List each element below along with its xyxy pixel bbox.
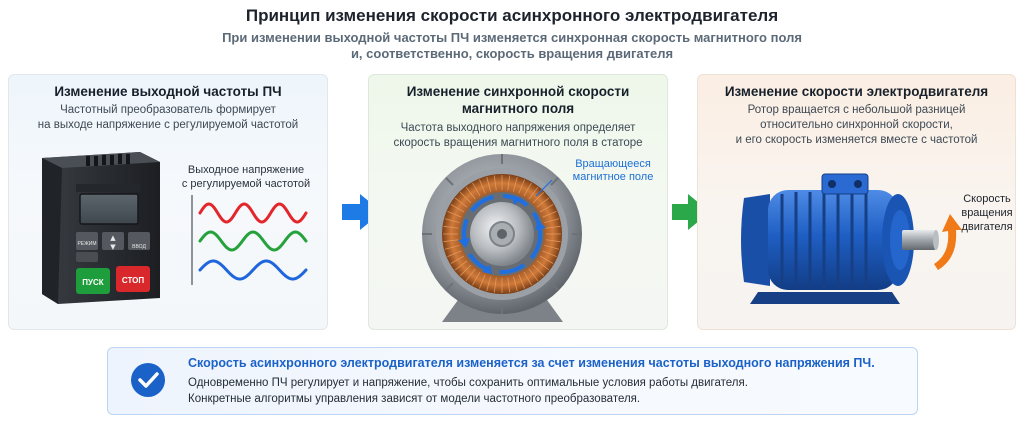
wave-red <box>198 202 308 224</box>
copper-winding-line <box>542 211 557 218</box>
copper-winding-line <box>486 176 491 192</box>
rotation-arrow-icon <box>934 214 962 270</box>
copper-winding-line <box>444 245 460 250</box>
panel-3-desc-line-3: и его скорость изменяется вместе с часто… <box>735 134 978 146</box>
copper-winding-line <box>518 274 525 289</box>
copper-winding-line <box>443 225 459 229</box>
copper-winding-line <box>545 225 561 229</box>
copper-winding-line <box>493 175 497 191</box>
copper-winding-line <box>539 255 554 264</box>
copper-winding-line <box>518 179 525 194</box>
field-label-line-2: магнитное поле <box>572 171 654 183</box>
panel-3-title: Изменение скорости электродвигателя <box>724 84 989 99</box>
copper-winding-line <box>513 276 518 292</box>
electric-motor-illustration <box>741 173 939 304</box>
subtitle-line-2: и, соответственно, скорость вращения дви… <box>350 46 674 61</box>
note-line-2: Конкретные алгоритмы управления зависят … <box>188 393 641 405</box>
copper-winding-line <box>454 260 468 271</box>
copper-winding-line <box>465 268 476 282</box>
panel-1-desc-line-1: Частотный преобразователь формирует <box>60 104 276 116</box>
check-circle-icon <box>131 363 165 397</box>
rot-label-line-1: Скорость <box>963 193 1011 205</box>
copper-winding-line <box>523 182 532 197</box>
wave-green <box>198 230 308 252</box>
copper-winding-line <box>447 250 462 257</box>
panel-2-title-line-2: магнитного поля <box>461 101 575 116</box>
copper-winding-line <box>447 211 462 218</box>
panel-2-desc-line-2: скорость вращения магнитного поля в стат… <box>393 137 643 149</box>
copper-winding-line <box>459 264 472 277</box>
wave-label-line-2: с регулируемой частотой <box>181 178 311 190</box>
copper-winding-line <box>443 239 459 243</box>
copper-winding-line <box>536 197 550 208</box>
copper-winding-line <box>465 186 476 200</box>
copper-winding-line <box>528 268 539 282</box>
copper-winding-line <box>450 204 465 213</box>
note-line-1: Одновременно ПЧ регулирует и напряжение,… <box>188 377 748 389</box>
panel-3-desc: Ротор вращается с небольшой разницей отн… <box>698 103 1015 148</box>
copper-winding-line <box>507 175 511 191</box>
panel-2-desc: Частота выходного напряжения определяет … <box>369 121 667 151</box>
copper-winding-line <box>472 271 481 286</box>
vfd-run-key: ПУСК <box>82 278 104 287</box>
panel-3-desc-line-1: Ротор вращается с небольшой разницей <box>747 104 966 116</box>
copper-winding-line <box>513 176 518 192</box>
vfd-enter-key: ВВОД <box>132 244 146 250</box>
rotating-field-label: Вращающееся магнитное поле <box>560 158 666 184</box>
panel-2-title: Изменение синхронной скорости магнитного… <box>369 83 667 117</box>
arrow-right-icon <box>672 194 710 230</box>
panel-2-title-line-1: Изменение синхронной скорости <box>406 84 630 99</box>
vfd-mode-key: РЕЖИМ <box>77 241 96 247</box>
copper-winding-line <box>523 271 532 286</box>
copper-winding-line <box>454 197 468 208</box>
copper-winding-line <box>539 204 554 213</box>
copper-winding-line <box>479 274 486 289</box>
copper-winding-line <box>444 218 460 223</box>
vfd-down-key: ▼ <box>110 243 116 251</box>
rotation-speed-label: Скорость вращения двигателя <box>950 192 1024 234</box>
rot-label-line-3: двигателя <box>961 221 1013 233</box>
copper-winding-line <box>542 250 557 257</box>
wave-label: Выходное напряжение с регулируемой часто… <box>178 163 314 191</box>
panel-2-desc-line-1: Частота выходного напряжения определяет <box>400 122 636 134</box>
output-voltage-waves <box>191 195 308 285</box>
summary-note: Скорость асинхронного электродвигателя и… <box>107 347 918 415</box>
subtitle-line-1: При изменении выходной частоты ПЧ изменя… <box>222 30 802 45</box>
copper-winding-line <box>479 179 486 194</box>
copper-winding-line <box>486 276 491 292</box>
page-subtitle: При изменении выходной частоты ПЧ изменя… <box>0 30 1024 62</box>
page-title: Принцип изменения скорости асинхронного … <box>245 6 779 25</box>
stator-illustration <box>422 154 582 322</box>
panel-1-desc: Частотный преобразователь формирует на в… <box>9 103 327 133</box>
frequency-converter-illustration: РЕЖИМ ▲ ▼ ВВОД ПУСК СТОП <box>42 152 160 304</box>
copper-winding-line <box>472 182 481 197</box>
rot-label-line-2: вращения <box>961 207 1013 219</box>
arrow-right-icon <box>342 194 382 230</box>
copper-winding-line <box>459 191 472 204</box>
copper-winding-line <box>545 239 561 243</box>
copper-winding-line <box>528 186 539 200</box>
copper-winding-line <box>507 277 511 293</box>
wave-label-line-1: Выходное напряжение <box>187 164 305 176</box>
copper-winding-line <box>532 191 545 204</box>
field-label-line-1: Вращающееся <box>575 158 651 170</box>
panel-3-desc-line-2: относительно синхронной скорости, <box>760 119 953 131</box>
copper-winding-line <box>493 277 497 293</box>
wave-blue <box>198 259 308 281</box>
copper-winding-line <box>532 264 545 277</box>
panel-1-desc-line-2: на выходе напряжение с регулируемой част… <box>37 119 299 131</box>
vfd-up-key: ▲ <box>110 234 116 242</box>
vfd-stop-key: СТОП <box>122 276 144 285</box>
note-headline: Скорость асинхронного электродвигателя и… <box>188 356 875 370</box>
copper-winding-line <box>544 218 560 223</box>
copper-winding-line <box>544 245 560 250</box>
copper-winding-line <box>536 260 550 271</box>
copper-winding-line <box>450 255 465 264</box>
panel-1-title: Изменение выходной частоты ПЧ <box>54 84 282 99</box>
